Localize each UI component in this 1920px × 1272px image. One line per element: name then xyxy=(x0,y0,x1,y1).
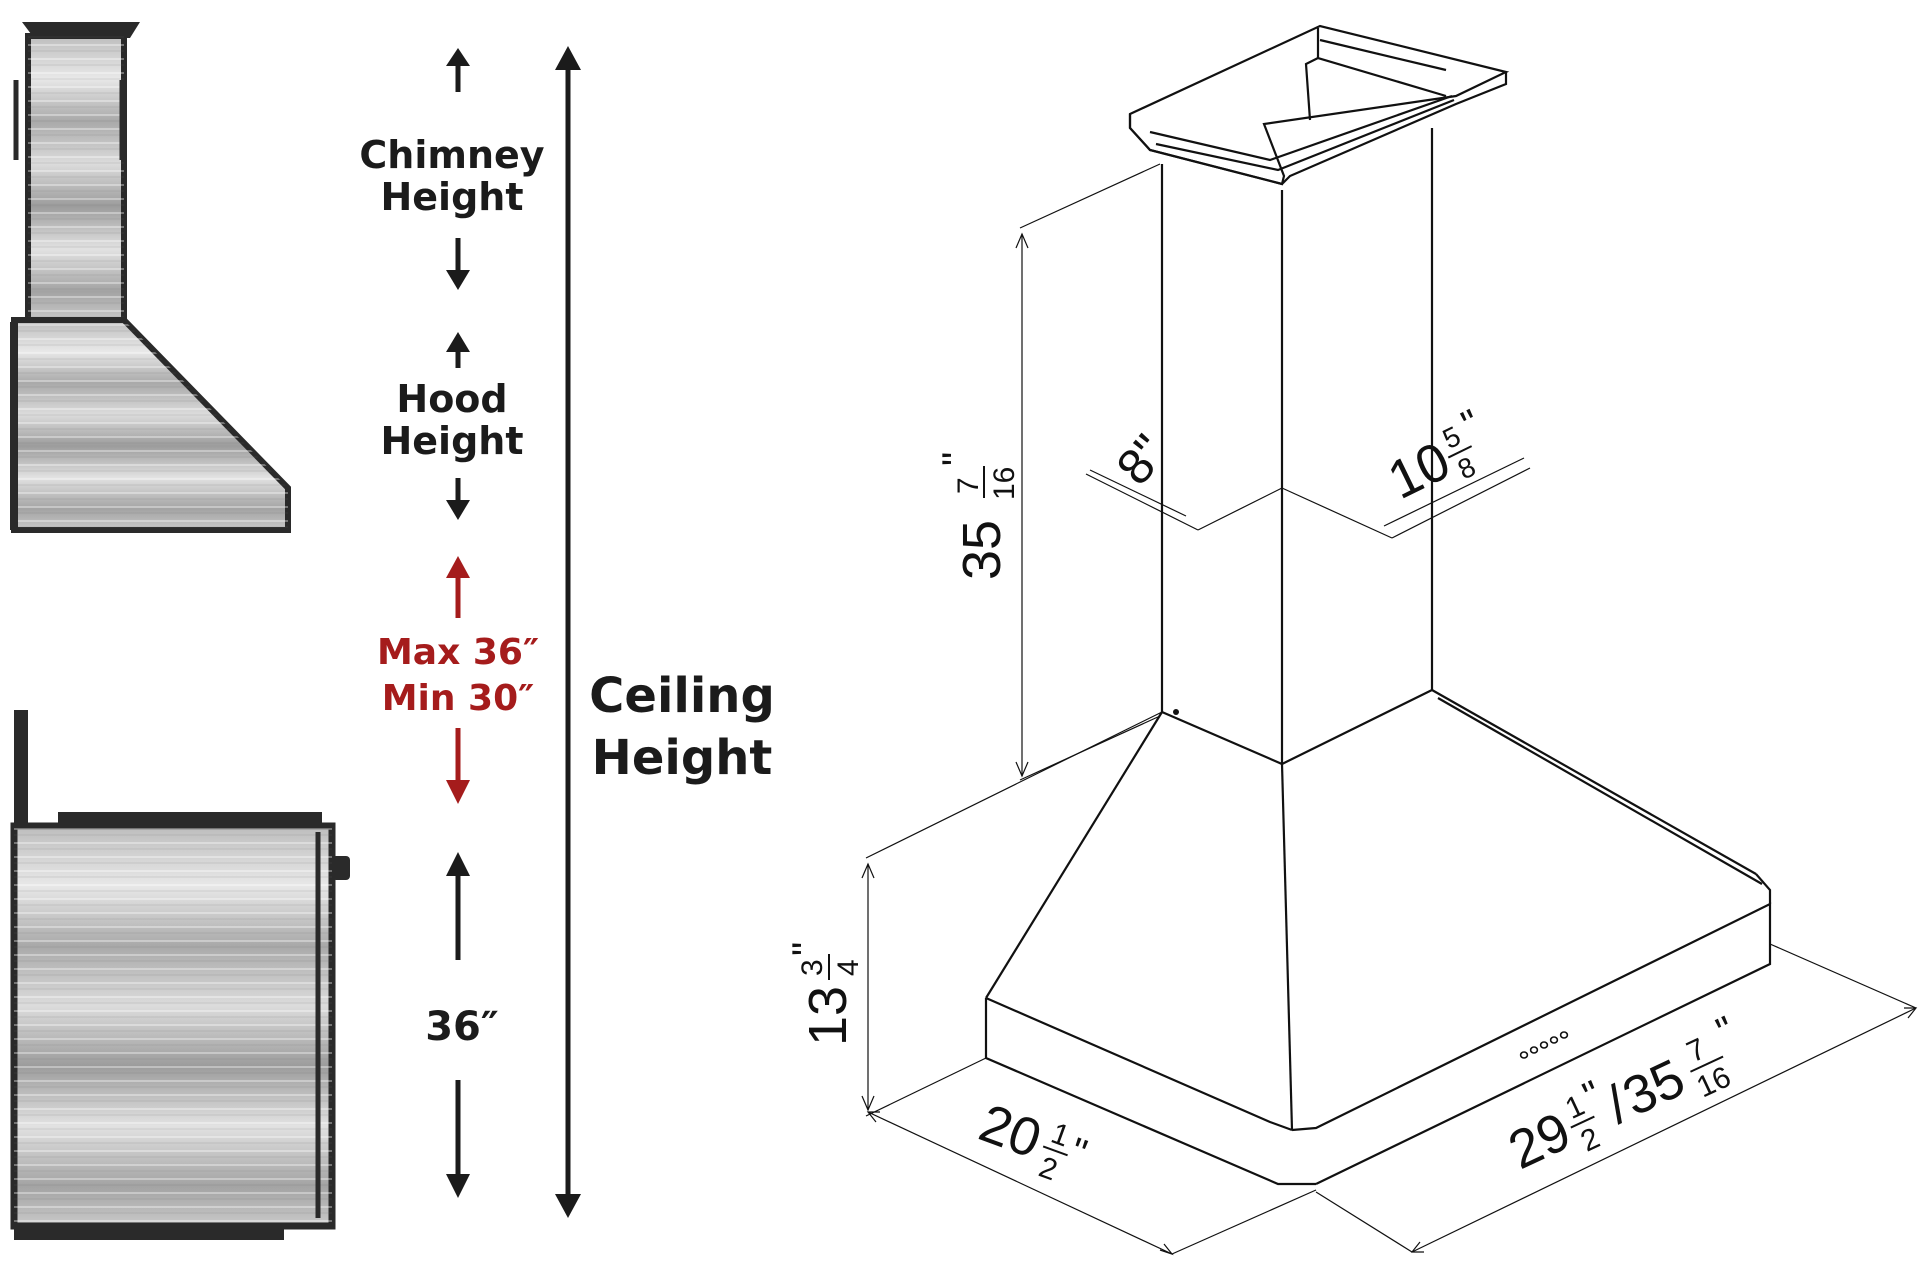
dim-hood-depth: 20 1 2 " xyxy=(972,1093,1092,1188)
dim-hood-depth-num: 1 xyxy=(1047,1117,1074,1154)
clearance-max-label: Max 36″ xyxy=(377,632,539,673)
range-knob xyxy=(332,856,350,880)
ceiling-height-arrow xyxy=(555,46,581,1218)
hood-height-label-line1: Hood xyxy=(396,377,507,421)
range-backguard xyxy=(14,710,28,830)
control-button-4 xyxy=(1549,1036,1559,1044)
dim-hood-height-num: 3 xyxy=(796,959,829,976)
right-dimension-lines xyxy=(861,163,1918,1256)
dim-overall-height: 35 7 16 " xyxy=(935,452,1021,580)
dim-hood-width-b-unit: " xyxy=(1710,1008,1741,1054)
dim-chimney-width: 10 5 8 " xyxy=(1379,401,1487,510)
control-button-2 xyxy=(1529,1046,1539,1054)
isometric-hood-drawing xyxy=(984,24,1772,1186)
dim-hood-width-a-den: 2 xyxy=(1576,1122,1605,1159)
dim-overall-height-num: 7 xyxy=(952,477,985,494)
range-toe-kick xyxy=(14,1226,284,1240)
control-buttons xyxy=(1519,1031,1569,1059)
chimney-height-label-line1: Chimney xyxy=(359,133,544,177)
hood-top-edges xyxy=(1161,689,1433,766)
dim-overall-height-unit: " xyxy=(935,452,979,466)
hood-skirt-left xyxy=(984,998,1316,1186)
left-dimension-arrows: Chimney Height Hood Height Max 36″ Min 3… xyxy=(359,46,775,1218)
ceiling-height-label-line2: Height xyxy=(592,730,773,786)
dim-chimney-depth: 8" xyxy=(1106,424,1178,495)
hood-height-arrows xyxy=(446,332,470,520)
side-view-illustration xyxy=(10,22,350,1240)
dim-hood-height-whole: 13 xyxy=(798,986,858,1046)
dim-hood-depth-den: 2 xyxy=(1035,1151,1062,1188)
hood-height-label-line2: Height xyxy=(380,419,523,463)
chimney-height-arrows xyxy=(446,48,470,290)
dim-hood-height-den: 4 xyxy=(832,959,865,976)
control-button-3 xyxy=(1539,1041,1549,1049)
control-button-5 xyxy=(1559,1031,1569,1039)
dim-overall-height-den: 16 xyxy=(988,467,1021,500)
dim-hood-depth-whole: 20 xyxy=(972,1093,1049,1170)
dim-overall-height-whole: 35 xyxy=(952,520,1012,580)
clearance-min-label: Min 30″ xyxy=(382,678,535,719)
dim-hood-height-unit: " xyxy=(785,942,829,956)
ceiling-height-label-line1: Ceiling xyxy=(589,668,775,724)
clearance-arrows xyxy=(446,556,470,804)
dim-chimney-depth-text: 8" xyxy=(1106,424,1178,495)
control-button-1 xyxy=(1519,1051,1529,1059)
counter-height-label: 36″ xyxy=(425,1004,499,1050)
chimney-height-label-line2: Height xyxy=(380,175,523,219)
counter-height-arrows xyxy=(446,852,470,1198)
dim-hood-height: 13 3 4 " xyxy=(785,942,865,1046)
